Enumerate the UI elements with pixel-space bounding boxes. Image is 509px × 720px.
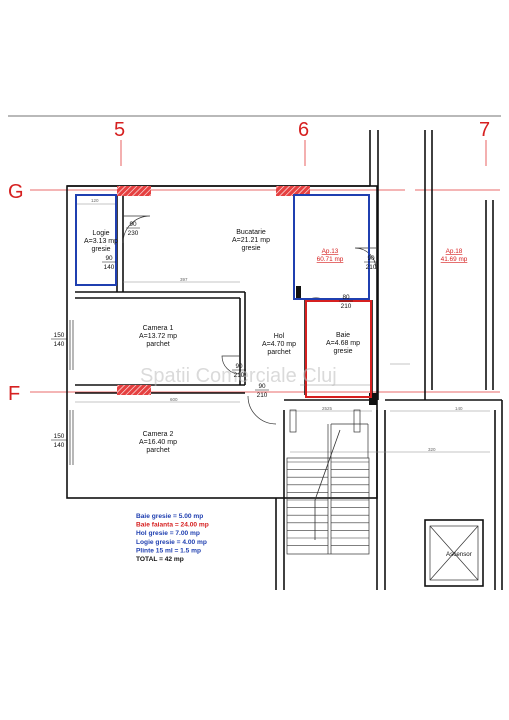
room-bucatarie-finish: gresie <box>241 245 260 252</box>
dim-label: 120 <box>91 198 99 203</box>
dimension-lines <box>75 203 490 453</box>
stair-treads <box>287 461 369 546</box>
logie-highlight <box>75 194 117 286</box>
wall-stub <box>296 286 301 298</box>
opening-label-door-entry: 90 210 <box>255 383 269 399</box>
opening-label-door-camera1: 90 210 <box>232 363 246 379</box>
opening-width: 90 <box>129 221 137 228</box>
opening-width: 90 <box>235 363 243 370</box>
hatched-column <box>117 385 151 395</box>
elevator-shaft <box>424 519 484 587</box>
opening-height: 210 <box>366 264 377 271</box>
finish-legend: Baie gresie = 5.00 mp Baie faianta = 24.0… <box>136 513 209 563</box>
dim-label: 320 <box>428 447 436 452</box>
opening-width: 90 <box>105 255 113 262</box>
room-camera2-finish: parchet <box>146 447 169 454</box>
window-markings <box>69 320 74 465</box>
room-camera1: Camera 1 A=13.72 mp parchet <box>139 325 177 348</box>
room-camera1-name: Camera 1 <box>143 325 174 332</box>
opening-label-window-camera1: 150 140 <box>51 332 67 348</box>
dim-label: 140 <box>455 406 463 411</box>
stair-direction-line <box>314 429 341 540</box>
wall-stub <box>369 393 377 405</box>
opening-label-window-logie: 90 140 <box>102 255 116 271</box>
grid-lines <box>30 140 500 393</box>
room-hol-name: Hol <box>274 333 285 340</box>
opening-width: 80 <box>342 294 350 301</box>
watermark: Spatii Comerciale Cluj <box>140 365 337 387</box>
room-baie-name: Baie <box>336 332 350 339</box>
room-logie: Logie A=3.13 mp gresie <box>84 230 118 253</box>
grid-label-5: 5 <box>114 119 125 141</box>
room-bucatarie-area: A=21.21 mp <box>232 237 270 244</box>
room-baie-area: A=4.68 mp <box>326 340 360 347</box>
room-camera1-area: A=13.72 mp <box>139 333 177 340</box>
dim-label: 397 <box>180 277 188 282</box>
room-logie-area: A=3.13 mp <box>84 238 118 245</box>
opening-height: 140 <box>54 341 65 348</box>
opening-width: 90 <box>367 255 375 262</box>
opening-height: 210 <box>257 392 268 399</box>
opening-label-door-baie: 80 210 <box>339 294 353 310</box>
hatched-column <box>117 186 151 196</box>
legend-line: Plinte 15 ml = 1.5 mp <box>136 547 201 554</box>
opening-height: 140 <box>54 442 65 449</box>
grid-label-7: 7 <box>479 119 490 141</box>
room-camera2-name: Camera 2 <box>143 431 174 438</box>
room-logie-name: Logie <box>92 230 109 237</box>
apartment-ap13: Ap.13 60.71 mp <box>317 248 344 263</box>
exterior-walls <box>66 130 503 590</box>
ap13-name: Ap.13 <box>322 248 339 255</box>
wall-stub <box>289 409 297 433</box>
hatched-column <box>276 186 310 196</box>
legend-line: Hol gresie = 7.00 mp <box>136 530 200 537</box>
baie-highlight <box>305 300 372 398</box>
apartment-ap18: Ap.18 41.69 mp <box>441 248 468 263</box>
opening-height: 230 <box>128 230 139 237</box>
legend-line: Logie gresie = 4.00 mp <box>136 539 207 546</box>
room-logie-finish: gresie <box>91 246 110 253</box>
legend-line: Baie gresie = 5.00 mp <box>136 513 203 520</box>
dim-label: 2525 <box>322 406 333 411</box>
room-baie-finish: gresie <box>333 348 352 355</box>
elevator-label: Ascensor <box>446 551 472 558</box>
opening-height: 140 <box>104 264 115 271</box>
room-hol: Hol A=4.70 mp parchet <box>262 333 296 356</box>
legend-line: Baie faianta = 24.00 mp <box>136 522 209 529</box>
room-bucatarie: Bucatarie A=21.21 mp gresie <box>232 229 270 252</box>
dim-label: 600 <box>170 397 178 402</box>
opening-width: 150 <box>54 332 65 339</box>
opening-label-door-bucatarie: 90 210 <box>364 255 378 271</box>
room-camera2: Camera 2 A=16.40 mp parchet <box>139 431 177 454</box>
room-camera1-finish: parchet <box>146 341 169 348</box>
kitchen-highlight <box>293 194 370 300</box>
opening-width: 150 <box>54 433 65 440</box>
opening-label-window-camera2: 150 140 <box>51 433 67 449</box>
opening-height: 210 <box>234 372 245 379</box>
room-hol-area: A=4.70 mp <box>262 341 296 348</box>
wall-stub <box>353 409 361 433</box>
grid-label-f: F <box>8 383 20 405</box>
room-hol-finish: parchet <box>267 349 290 356</box>
ap18-name: Ap.18 <box>446 248 463 255</box>
grid-label-6: 6 <box>298 119 309 141</box>
room-bucatarie-name: Bucatarie <box>236 229 266 236</box>
room-camera2-area: A=16.40 mp <box>139 439 177 446</box>
opening-label-door-logie: 90 230 <box>126 221 140 237</box>
opening-width: 90 <box>258 383 266 390</box>
ap18-area: 41.69 mp <box>441 256 468 263</box>
legend-line: TOTAL = 42 mp <box>136 556 184 563</box>
ap13-area: 60.71 mp <box>317 256 344 263</box>
staircase <box>286 423 370 555</box>
opening-height: 210 <box>341 303 352 310</box>
room-baie: Baie A=4.68 mp gresie <box>326 332 360 355</box>
grid-label-g: G <box>8 181 24 203</box>
